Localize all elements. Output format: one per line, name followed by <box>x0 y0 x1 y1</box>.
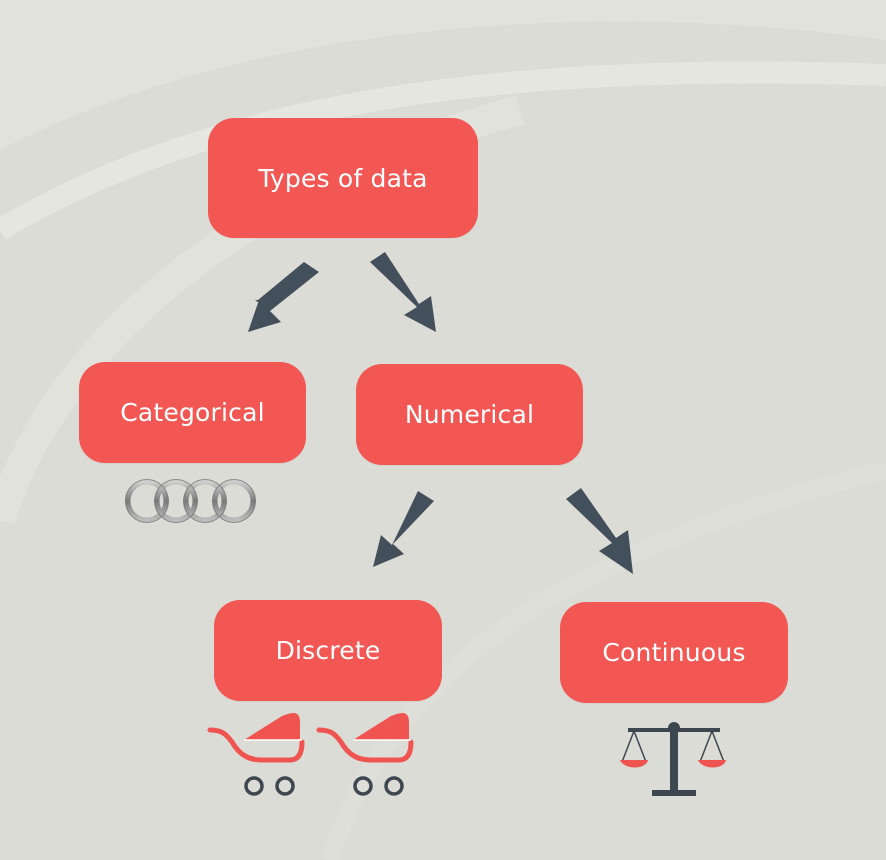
node-numerical: Numerical <box>356 364 583 465</box>
node-discrete: Discrete <box>214 600 442 701</box>
node-label: Categorical <box>120 398 265 427</box>
node-label: Discrete <box>275 636 381 665</box>
node-types-of-data: Types of data <box>208 118 478 238</box>
node-label: Types of data <box>258 163 428 193</box>
node-continuous: Continuous <box>560 602 788 703</box>
node-label: Continuous <box>602 638 746 667</box>
node-categorical: Categorical <box>79 362 306 463</box>
node-label: Numerical <box>404 400 535 429</box>
